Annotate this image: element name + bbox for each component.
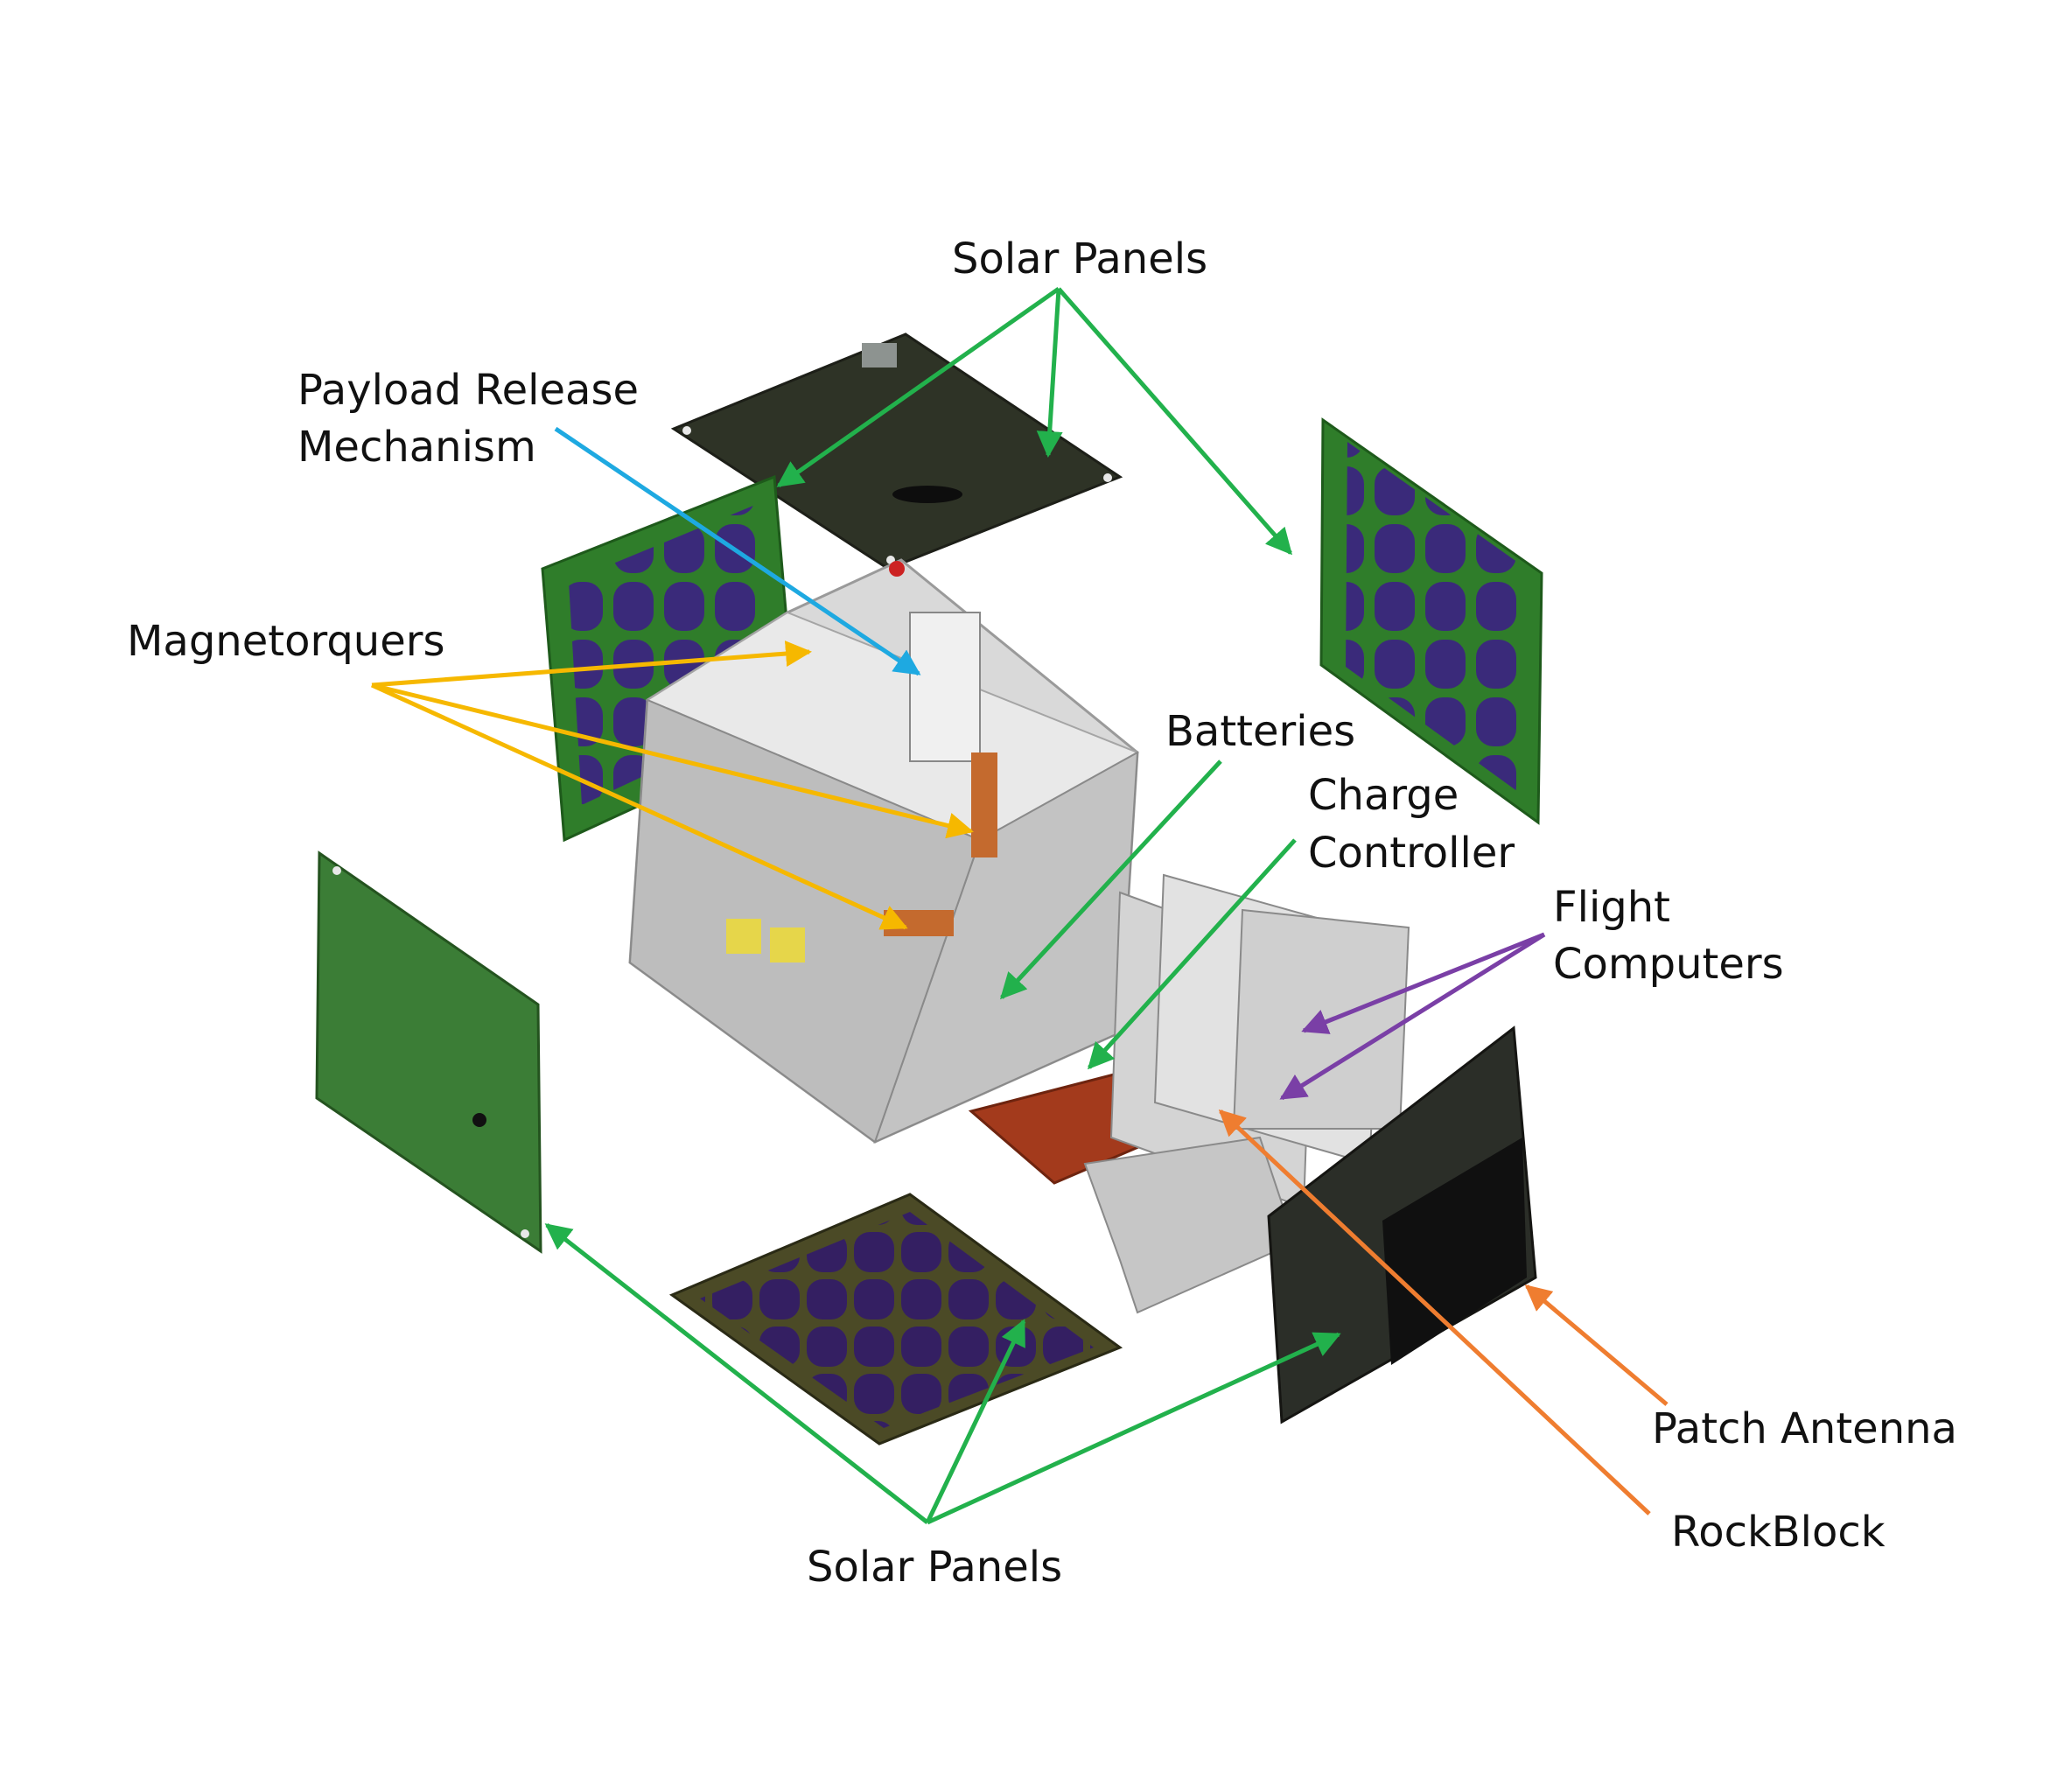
label-flight-computers-line1: Flight xyxy=(1553,883,1670,932)
solar-panels-top-arrows xyxy=(776,286,1292,556)
magnetorquer-arrows xyxy=(370,640,974,930)
label-batteries: Batteries xyxy=(1165,707,1356,756)
solar-panels-bottom-arrows xyxy=(544,1223,1341,1525)
payload-release-arrow xyxy=(554,426,921,676)
battery-arrow xyxy=(999,760,1222,1000)
label-payload-release-line2: Mechanism xyxy=(297,423,536,472)
label-patch-antenna: Patch Antenna xyxy=(1652,1404,1957,1453)
flight-computer-arrows xyxy=(1279,932,1546,1101)
label-charge-controller-line1: Charge xyxy=(1308,771,1459,820)
top-solar-panel xyxy=(670,332,1123,570)
far-left-pcb-panel xyxy=(315,850,542,1254)
bottom-bracket-plate xyxy=(1083,1136,1297,1314)
label-rockblock: RockBlock xyxy=(1671,1508,1886,1557)
right-solar-panel xyxy=(1319,417,1543,825)
label-flight-computers-line2: Computers xyxy=(1553,940,1784,989)
label-magnetorquers: Magnetorquers xyxy=(127,617,445,666)
bottom-solar-panel xyxy=(668,1193,1123,1446)
label-charge-controller-line2: Controller xyxy=(1308,829,1515,878)
charge-controller-arrow xyxy=(1087,838,1297,1070)
label-solar-panels-top: Solar Panels xyxy=(952,234,1208,284)
label-payload-release-line1: Payload Release xyxy=(297,366,639,415)
label-solar-panels-bottom: Solar Panels xyxy=(807,1543,1063,1592)
side-panel-with-antenna xyxy=(1267,1026,1537,1424)
rockblock-arrow xyxy=(1218,1109,1651,1516)
patch-antenna-arrow xyxy=(1524,1284,1669,1406)
